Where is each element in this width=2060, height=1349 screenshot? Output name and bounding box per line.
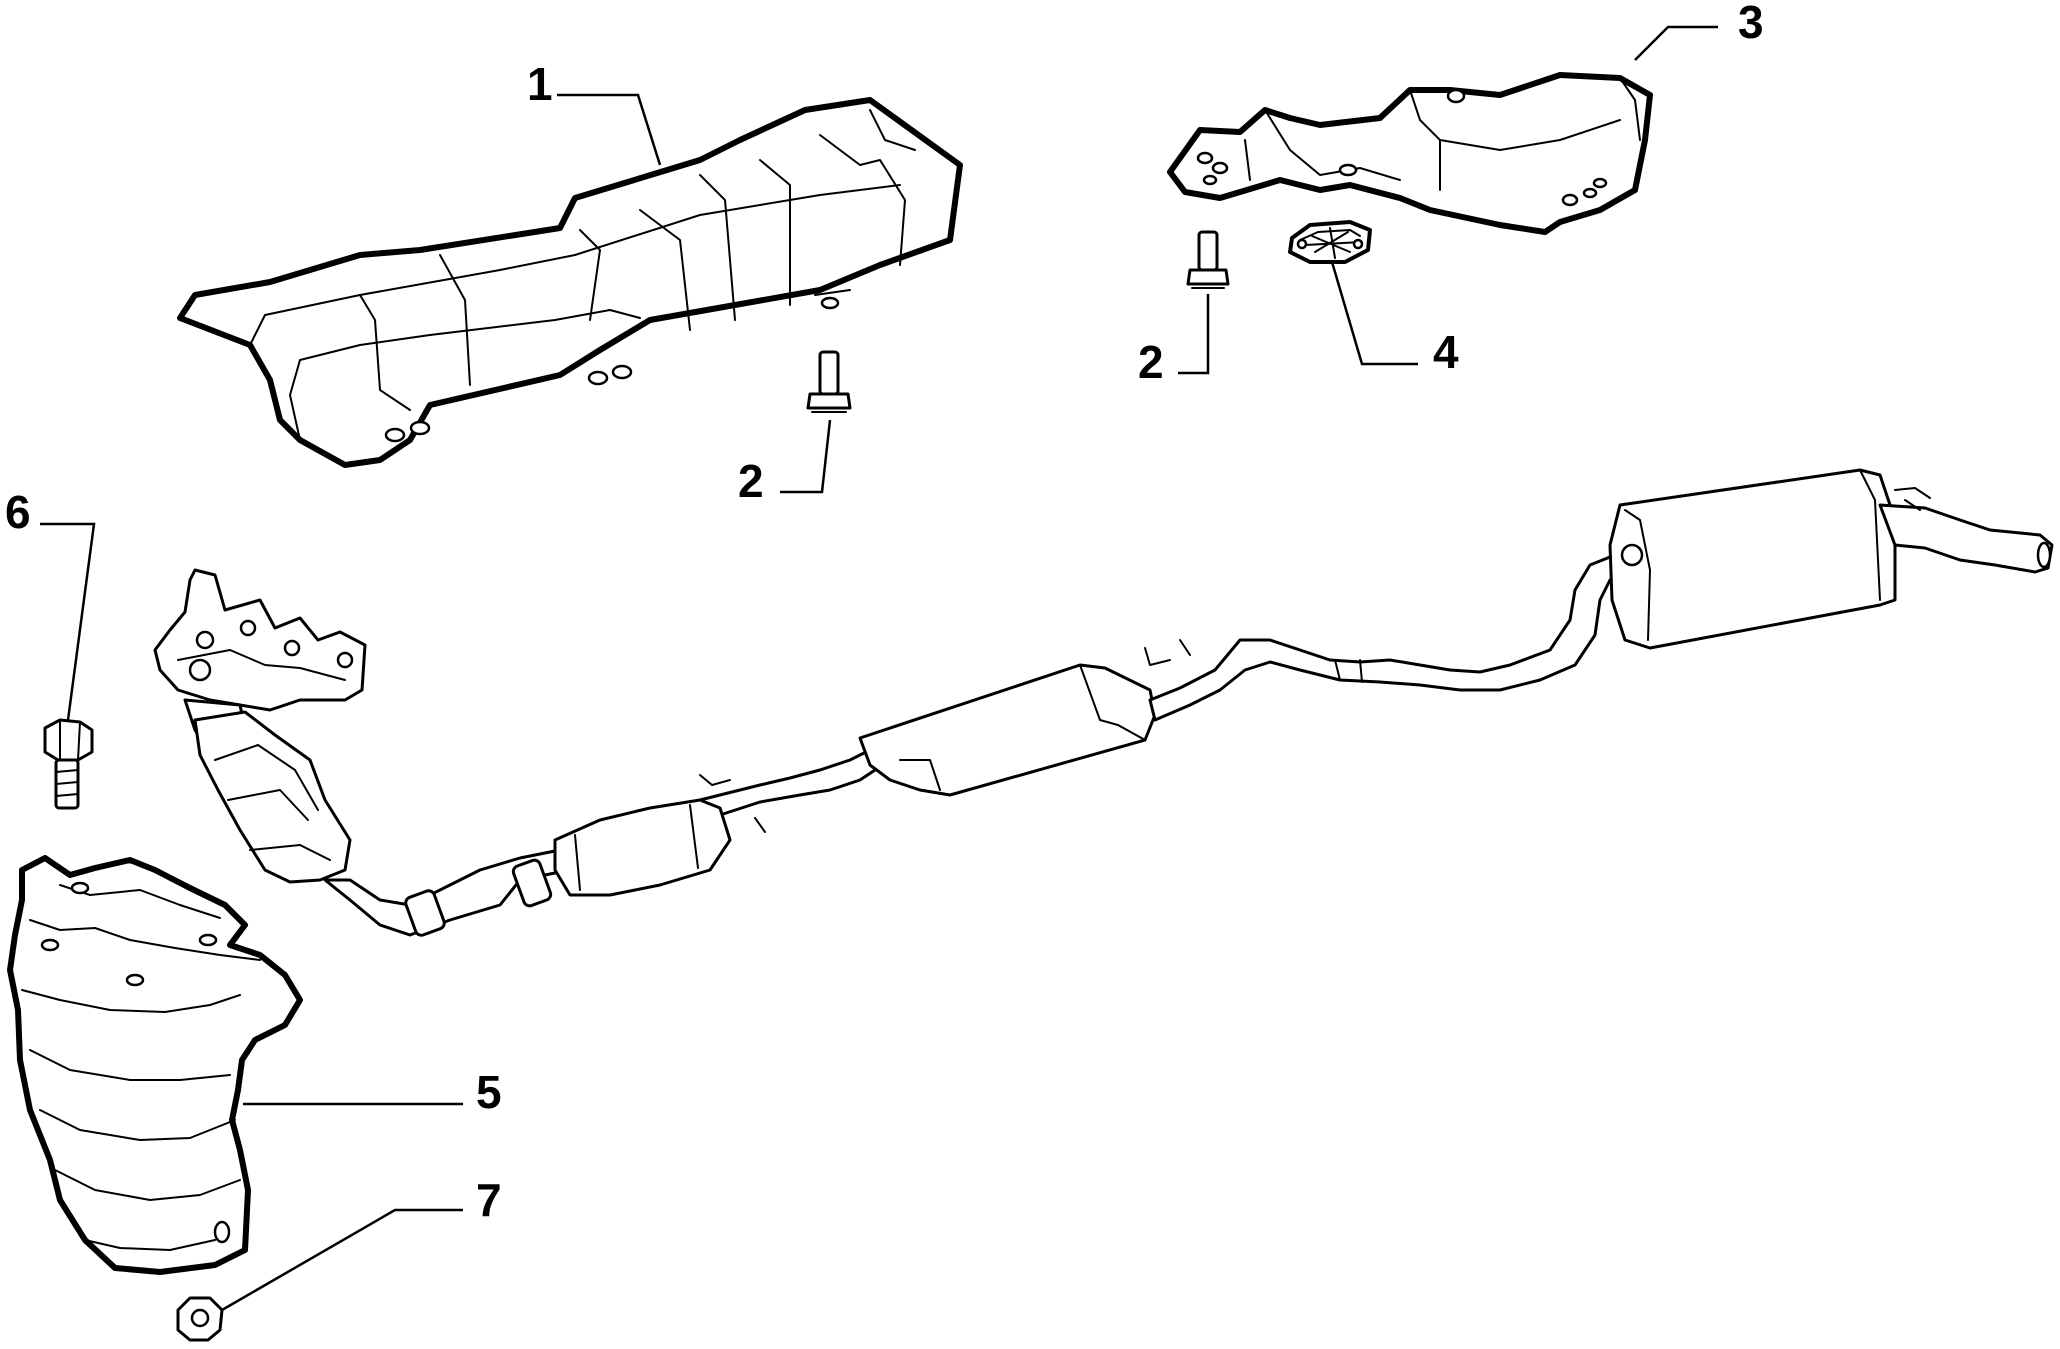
hex-bolt-6 — [43, 718, 94, 810]
manifold-heat-shield-5 — [7, 855, 303, 1275]
bolt-2-left — [806, 350, 852, 413]
leader-2-right — [1178, 294, 1210, 375]
callout-7: 7 — [476, 1174, 502, 1226]
callout-3: 3 — [1738, 0, 1764, 48]
callout-4: 4 — [1433, 326, 1459, 378]
leader-2-left — [780, 419, 832, 494]
heat-shield-1 — [177, 97, 963, 468]
callout-2-left: 2 — [738, 455, 764, 507]
leader-6 — [40, 522, 96, 721]
gasket-4 — [1288, 220, 1372, 264]
leader-1 — [557, 93, 662, 166]
catalytic-converter — [193, 710, 352, 884]
leader-7 — [221, 1208, 463, 1312]
exhaust-manifold — [153, 568, 367, 762]
leader-3 — [1634, 25, 1718, 61]
exhaust-pipe — [323, 468, 2054, 937]
hex-nut-7 — [176, 1296, 224, 1342]
callout-2-right: 2 — [1138, 336, 1164, 388]
callout-5: 5 — [476, 1066, 502, 1118]
bolt-2-right — [1186, 230, 1230, 289]
heat-shield-3 — [1167, 72, 1653, 235]
leader-lines — [40, 25, 1718, 1312]
callout-1: 1 — [527, 58, 553, 110]
callout-6: 6 — [5, 486, 31, 538]
leader-4 — [1330, 261, 1418, 366]
callout-labels: 1 2 2 3 4 5 6 7 — [5, 0, 1764, 1226]
